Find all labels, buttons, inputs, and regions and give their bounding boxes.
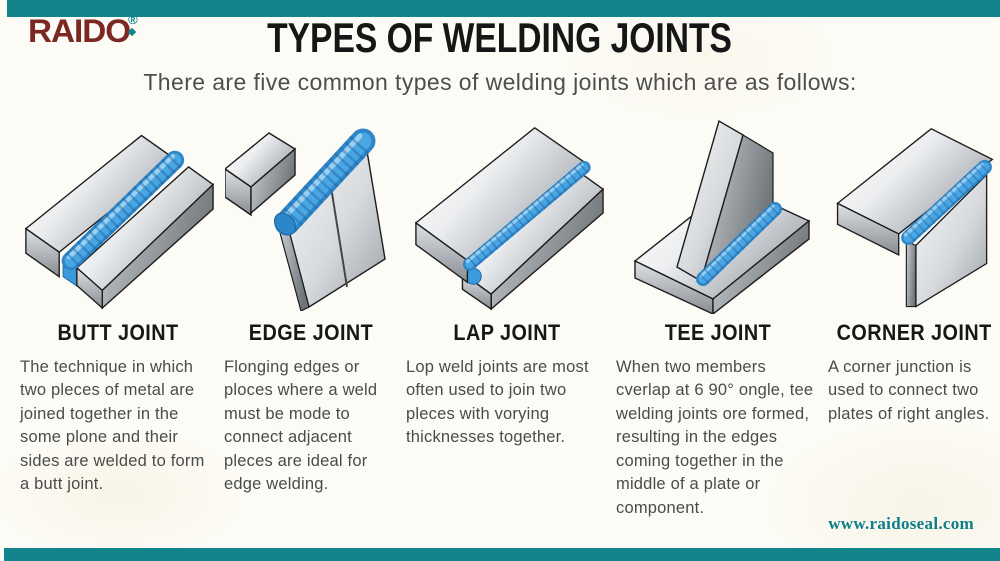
lap-joint-heading: LAP JOINT bbox=[453, 320, 561, 345]
edge-joint-illustration bbox=[224, 106, 398, 316]
joint-card-corner: CORNER JOINT A corner junction is used t… bbox=[828, 106, 1000, 520]
website-url[interactable]: www.raidoseal.com bbox=[828, 514, 974, 533]
joints-grid: BUTT JOINT The technique in which two pl… bbox=[20, 106, 994, 520]
butt-joint-description: The technique in which two pleces of met… bbox=[20, 358, 205, 494]
raido-logo: RAIDO® bbox=[28, 13, 138, 47]
corner-joint-description: A corner junction is used to connect two… bbox=[828, 358, 990, 423]
registered-trademark-icon: ® bbox=[128, 12, 138, 27]
joint-card-edge: EDGE JOINT Flonging edges or ploces wher… bbox=[224, 106, 398, 520]
tee-joint-icon bbox=[633, 119, 811, 314]
butt-joint-heading: BUTT JOINT bbox=[57, 320, 179, 345]
page-title: TYPES OF WELDING JOINTS bbox=[267, 14, 733, 61]
edge-joint-icon bbox=[225, 128, 386, 311]
joint-card-tee: TEE JOINT When two members cverlap at 6 … bbox=[616, 106, 820, 520]
tee-joint-heading: TEE JOINT bbox=[664, 320, 772, 345]
corner-joint-icon bbox=[836, 128, 994, 308]
tee-joint-illustration bbox=[616, 106, 820, 316]
page-subtitle: There are five common types of welding j… bbox=[143, 69, 857, 95]
lap-joint-description: Lop weld joints are most often used to j… bbox=[406, 358, 589, 447]
bottom-accent-bar bbox=[4, 548, 1000, 561]
joint-card-lap: LAP JOINT Lop weld joints are most often… bbox=[406, 106, 608, 520]
edge-joint-description: Flonging edges or ploces where a weld mu… bbox=[224, 358, 378, 494]
corner-joint-heading: CORNER JOINT bbox=[836, 320, 992, 345]
raido-logo-text: RAIDO bbox=[28, 13, 131, 49]
butt-joint-illustration bbox=[20, 106, 216, 316]
lap-joint-icon bbox=[414, 126, 605, 311]
joint-card-butt: BUTT JOINT The technique in which two pl… bbox=[20, 106, 216, 520]
lap-joint-illustration bbox=[406, 106, 608, 316]
edge-joint-heading: EDGE JOINT bbox=[248, 320, 374, 345]
tee-joint-description: When two members cverlap at 6 90° ongle,… bbox=[616, 358, 814, 517]
corner-joint-illustration bbox=[828, 106, 1000, 316]
top-accent-bar bbox=[7, 0, 1000, 17]
butt-joint-icon bbox=[24, 134, 215, 310]
